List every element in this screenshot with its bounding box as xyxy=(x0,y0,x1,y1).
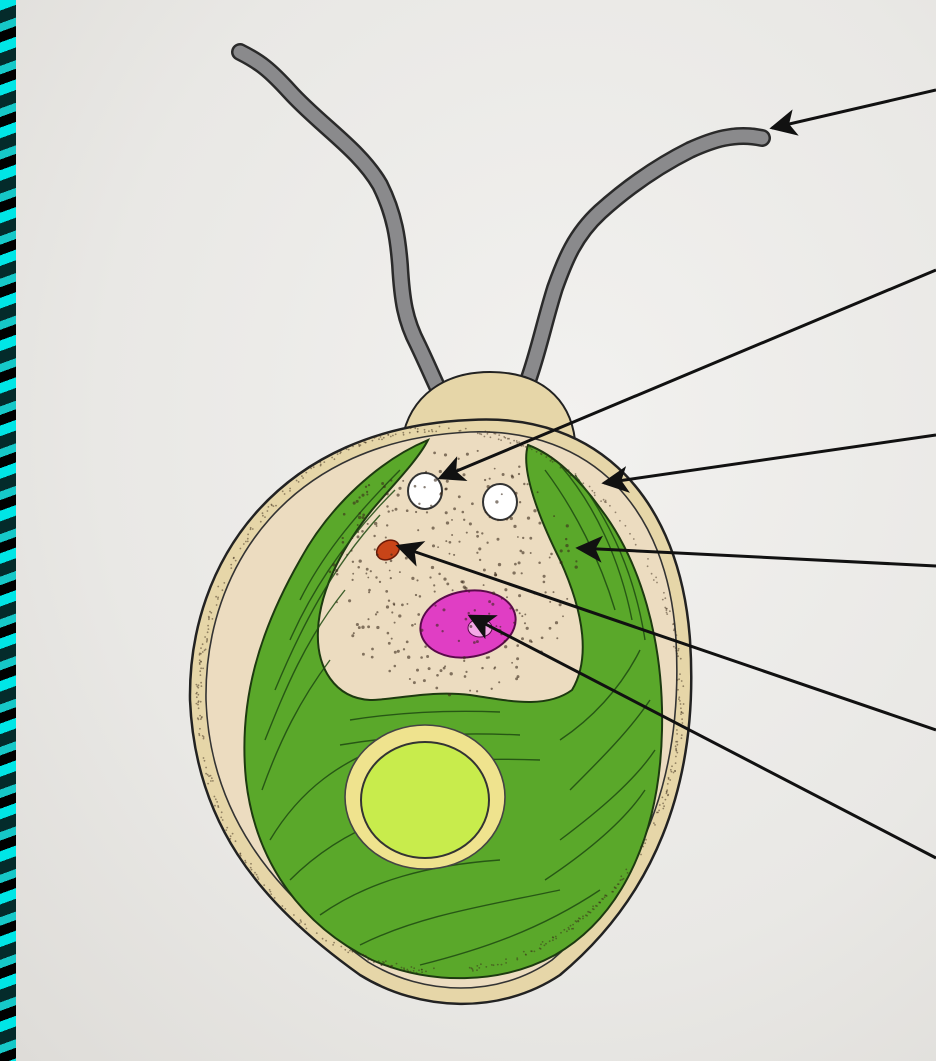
pyrenoid xyxy=(361,742,489,858)
contractile-vacuole-right xyxy=(483,484,517,520)
pyrenoid-group xyxy=(345,725,505,869)
contractile-vacuole-left xyxy=(408,473,442,509)
cell-wall-pointer xyxy=(604,435,936,483)
flagellum-pointer xyxy=(772,90,936,128)
